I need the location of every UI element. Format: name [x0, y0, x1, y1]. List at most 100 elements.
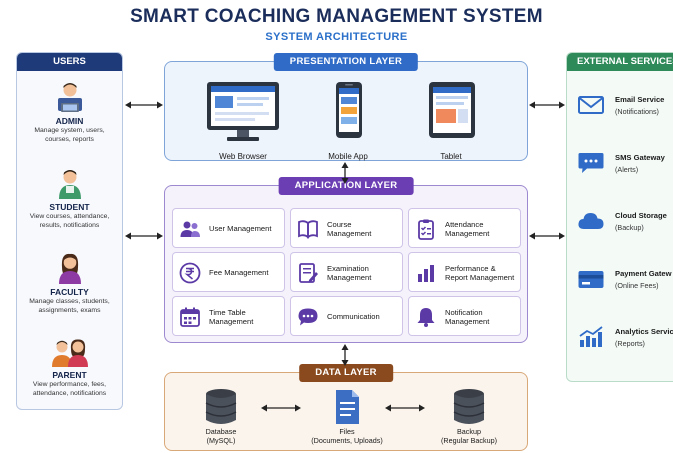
module-label-line: Management: [327, 229, 372, 238]
users-icon: [180, 221, 200, 237]
service-name: Payment Gatew: [615, 269, 672, 278]
module-label-line: Performance &: [445, 263, 496, 273]
user-description: Manage system, users, courses, reports: [17, 127, 122, 144]
device-web-browser: Web Browser: [203, 76, 283, 166]
service-detail: (Alerts): [615, 165, 639, 174]
user-description-line: View courses, attendance,: [29, 213, 110, 220]
student-avatar-icon: [52, 165, 88, 201]
bell-icon: [417, 308, 435, 327]
user-description: Manage classes, students, assignments, e…: [17, 298, 122, 315]
store-detail: (Documents, Uploads): [311, 436, 383, 445]
service-name: Cloud Storage: [615, 211, 667, 220]
service-detail: (Notifications): [615, 107, 659, 116]
calendar-icon: [180, 307, 200, 327]
application-external-arrow: [529, 232, 565, 240]
module-label-line: User Management: [209, 224, 272, 234]
diagram-title: SMART COACHING MANAGEMENT SYSTEM: [130, 6, 543, 27]
module-label-line: Examination: [327, 263, 369, 273]
application-data-arrow: [341, 344, 349, 366]
database-icon: [205, 389, 237, 424]
service-detail: (Online Fees): [615, 281, 659, 290]
service-name: SMS Gateway: [615, 153, 665, 162]
store-name: Backup: [457, 427, 481, 436]
store-name: Files: [339, 427, 355, 436]
user-admin: ADMIN Manage system, users, courses, rep…: [17, 79, 122, 144]
tablet-icon: [429, 82, 475, 138]
users-panel: USERS ADMIN Manage system, users, course…: [16, 52, 123, 410]
user-description-line: courses, reports: [45, 135, 94, 143]
device-label: Mobile App: [328, 152, 368, 161]
faculty-avatar-icon: [52, 250, 88, 286]
module-label-line: Fee Management: [209, 268, 269, 278]
module-label: Fee Management: [209, 253, 285, 293]
module-user-management: User Management: [172, 208, 285, 248]
device-tablet: Tablet: [411, 76, 491, 166]
module-label-line: Notification: [445, 307, 483, 317]
user-description-line: Manage system, users,: [34, 127, 105, 134]
bar-chart-icon: [418, 265, 434, 282]
file-icon: [336, 390, 359, 424]
device-mobile-app: Mobile App: [308, 76, 388, 166]
module-label-line: Report Management: [445, 273, 515, 282]
module-label-line: Time Table: [209, 307, 246, 317]
book-icon: [298, 220, 318, 239]
credit-card-icon: [578, 271, 604, 288]
service-detail: (Reports): [615, 339, 645, 348]
diagram-subtitle: SYSTEM ARCHITECTURE: [265, 31, 408, 43]
user-name: PARENT: [52, 370, 87, 380]
module-label-line: Management: [327, 273, 372, 282]
presentation-external-arrow: [529, 101, 565, 109]
envelope-icon: [578, 96, 604, 114]
admin-avatar-icon: [52, 79, 88, 115]
module-performance-report-management: Performance &Report Management: [408, 252, 521, 292]
module-fee-management: Fee Management: [172, 252, 285, 292]
store-detail: (Regular Backup): [441, 436, 497, 445]
users-presentation-arrow: [125, 101, 163, 109]
user-name: STUDENT: [49, 202, 90, 212]
cloud-icon: [578, 213, 604, 229]
device-label: Web Browser: [219, 152, 267, 161]
external-services-panel: EXTERNAL SERVICES Email Service (Notific…: [566, 52, 673, 382]
rupee-icon: [179, 262, 201, 284]
parent-avatar-icon: [50, 333, 90, 369]
user-description-line: assignments, exams: [38, 306, 101, 314]
external-services-header: EXTERNAL SERVICES: [567, 53, 673, 71]
user-faculty: FACULTY Manage classes, students, assign…: [17, 250, 122, 315]
module-label-line: Management: [209, 317, 254, 326]
store-database: Database (MySQL): [185, 387, 257, 445]
user-description-line: attendance, notifications: [32, 389, 107, 397]
module-label: Performance &Report Management: [445, 253, 521, 293]
store-detail: (MySQL): [206, 436, 236, 445]
user-description-line: Manage classes, students,: [29, 298, 110, 305]
backup-database-icon: [453, 389, 485, 424]
module-communication: Communication: [290, 296, 403, 336]
user-description: View performance, fees, attendance, noti…: [17, 381, 122, 398]
user-student: STUDENT View courses, attendance, result…: [17, 165, 122, 230]
chat-bubble-icon: [298, 308, 318, 326]
user-name: ADMIN: [55, 116, 84, 126]
module-label-line: Communication: [327, 312, 380, 322]
smartphone-icon: [336, 82, 362, 138]
service-name: Email Service: [615, 95, 665, 104]
module-label-line: Management: [445, 317, 490, 326]
device-label: Tablet: [440, 152, 462, 161]
analytics-chart-icon: [579, 326, 603, 347]
monitor-icon: [207, 82, 279, 141]
sms-icon: [578, 153, 604, 173]
module-label: User Management: [209, 209, 285, 249]
user-description: View courses, attendance, results, notif…: [17, 213, 122, 230]
module-label-line: Course: [327, 219, 352, 229]
user-parent: PARENT View performance, fees, attendanc…: [17, 333, 122, 398]
presentation-application-arrow: [341, 162, 349, 184]
module-label: Communication: [327, 297, 403, 337]
store-files: Files (Documents, Uploads): [297, 387, 397, 445]
